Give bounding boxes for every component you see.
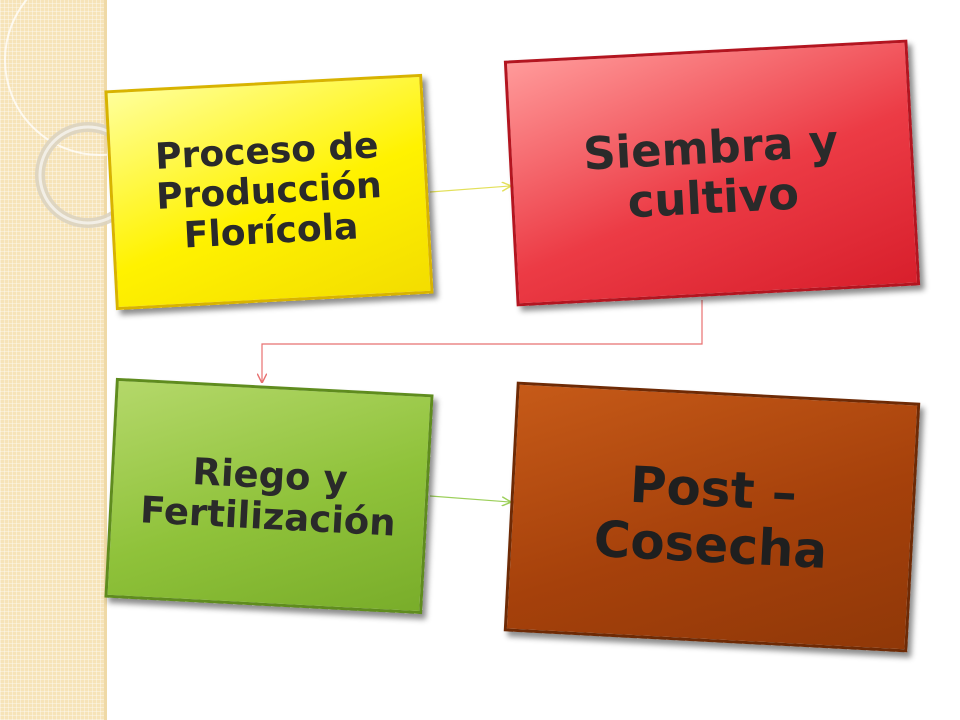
node-riego-y-fertilizacion: Riego y Fertilización	[104, 377, 434, 615]
decorative-strip-edge	[104, 0, 107, 720]
node-label: Post – Cosecha	[592, 455, 829, 581]
decorative-rings-icon	[4, 0, 130, 228]
connector-2-to-3	[262, 300, 703, 382]
decorative-side-strip	[0, 0, 105, 720]
node-siembra-y-cultivo: Siembra y cultivo	[503, 39, 921, 307]
node-label: Proceso de Producción Florícola	[154, 124, 383, 257]
connector-1-to-2	[429, 186, 510, 193]
node-label: Riego y Fertilización	[139, 449, 397, 545]
node-label: Siembra y cultivo	[581, 114, 840, 229]
node-proceso-de-produccion: Proceso de Producción Florícola	[104, 73, 434, 311]
node-post-cosecha: Post – Cosecha	[503, 381, 921, 653]
connector-3-to-4	[429, 495, 510, 502]
